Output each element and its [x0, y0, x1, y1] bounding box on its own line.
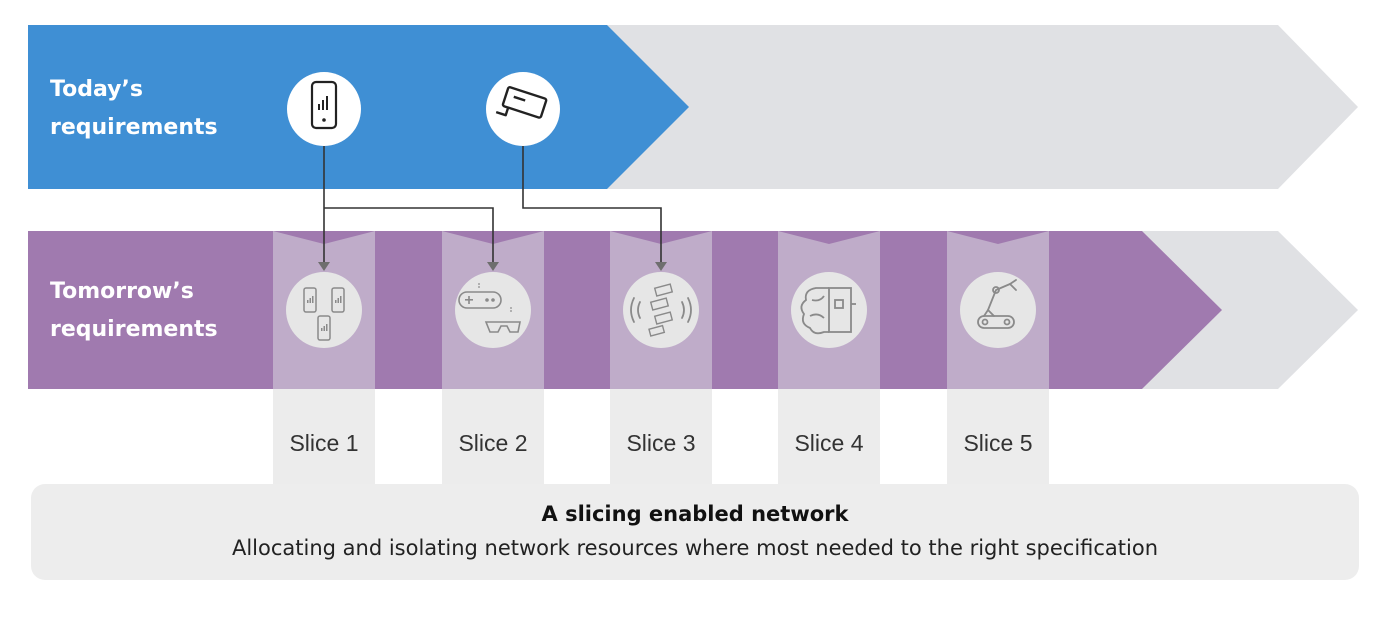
tomorrow-line2: requirements [50, 317, 218, 342]
today-line1: Today’s [50, 77, 143, 102]
connector-lines [323, 142, 662, 262]
today-requirements-label: Today’s requirements [50, 71, 218, 147]
security-camera-icon [486, 72, 560, 146]
phone-icon [287, 72, 361, 146]
slice-column-extensions [273, 389, 1049, 485]
slice-2-label: Slice 2 [458, 430, 528, 456]
footer-title: A slicing enabled network [541, 502, 849, 526]
brain-machine-icon [791, 272, 867, 348]
tomorrow-line1: Tomorrow’s [50, 279, 194, 304]
slice-4-label: Slice 4 [794, 430, 864, 456]
tomorrow-requirements-label: Tomorrow’s requirements [50, 273, 218, 349]
gamepad-vr-glasses-icon [455, 272, 531, 348]
connected-cameras-icon [623, 272, 699, 348]
slice-1-label: Slice 1 [289, 430, 359, 456]
slice-3-label: Slice 3 [626, 430, 696, 456]
slice-5-label: Slice 5 [963, 430, 1033, 456]
robot-arm-icon [960, 272, 1036, 348]
multiple-phones-icon [286, 272, 362, 348]
today-line2: requirements [50, 115, 218, 140]
footer-subtitle: Allocating and isolating network resourc… [231, 536, 1159, 560]
footer-panel: A slicing enabled network Allocating and… [31, 484, 1359, 580]
connector-arrowheads [318, 262, 667, 271]
